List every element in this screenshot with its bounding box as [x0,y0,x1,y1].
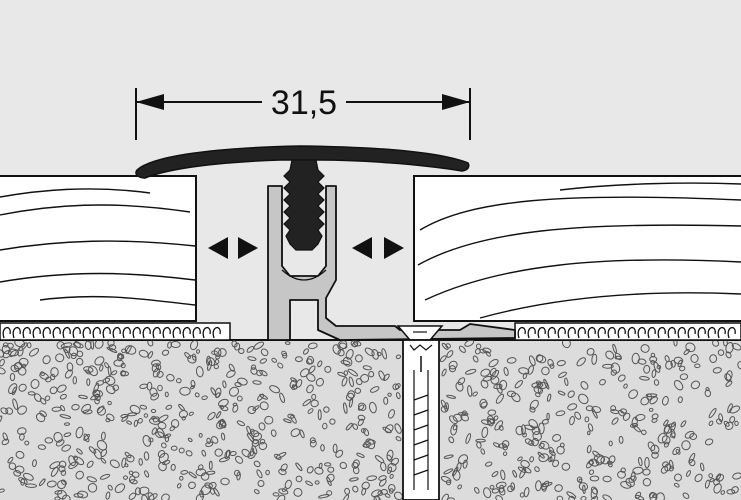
right-arrow-icon [384,237,404,259]
concrete-subfloor [0,339,741,500]
underlay-left [0,322,231,341]
wood-plank-right [413,175,741,322]
cover-cap [135,145,470,251]
right-arrow-icon [442,94,470,110]
left-arrow-icon [352,237,372,259]
dowel-icon [402,339,440,500]
left-arrow-icon [136,94,164,110]
right-arrow-icon [238,237,258,259]
expansion-arrows-icon [208,237,404,259]
dimension-line: 31,5 [135,84,471,140]
aluminium-base-profile [267,185,516,341]
dimension-label: 31,5 [271,84,337,122]
left-arrow-icon [208,237,228,259]
underlay-right [514,322,741,341]
wood-plank-left [0,175,197,322]
